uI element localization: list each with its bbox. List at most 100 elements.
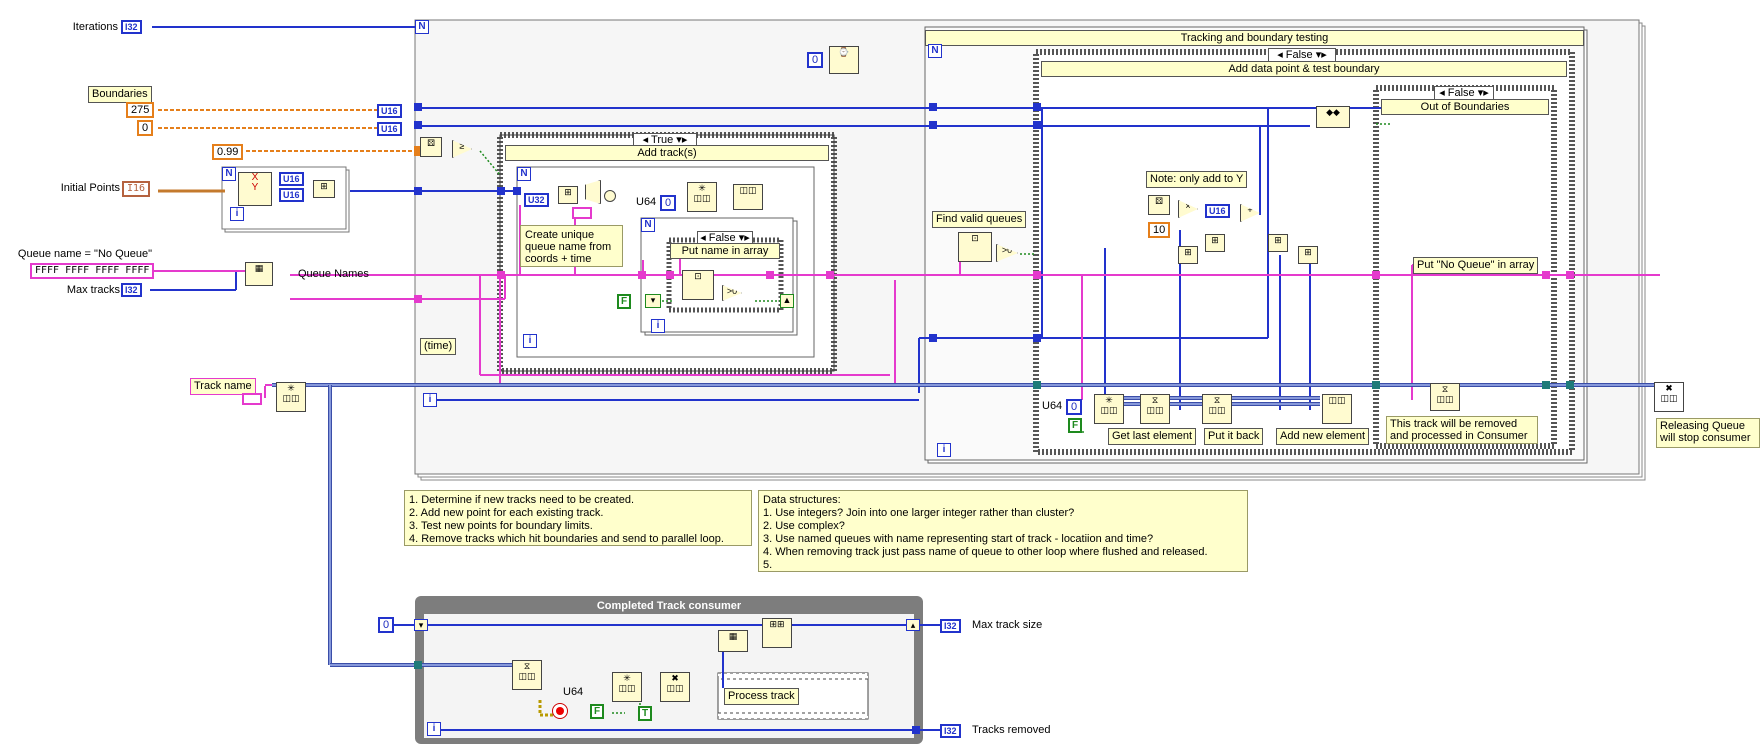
boundaries-label: Boundaries xyxy=(88,86,152,103)
tracks-removed-label: Tracks removed xyxy=(972,724,1051,736)
boundary-275-const[interactable]: 275 xyxy=(126,102,155,118)
wait-ms-icon: ⌚ xyxy=(829,46,859,74)
obtain-queue-icon-3: ✳◫◫ xyxy=(1094,394,1124,424)
initial-points-label: Initial Points xyxy=(60,182,120,194)
select-icon: ▾ xyxy=(645,294,661,308)
tracking-title: Tracking and boundary testing xyxy=(925,30,1584,46)
const-10[interactable]: 10 xyxy=(1148,222,1171,238)
track-name-label: Track name xyxy=(190,378,256,395)
property-node-icon: ⊞⊞ xyxy=(762,618,792,648)
unbundle-node: X Y xyxy=(238,172,272,206)
add-new-element-label: Add new element xyxy=(1276,428,1369,445)
consumer-zero-const[interactable]: 0 xyxy=(378,617,395,633)
add-track-u64-const[interactable]: 0 xyxy=(660,195,677,211)
obtain-queue-icon-2: ✳◫◫ xyxy=(687,182,717,212)
releasing-queue-note: Releasing Queue will stop consumer xyxy=(1656,418,1760,448)
join-number-icon-4: ⊞ xyxy=(1298,246,1318,264)
enqueue-back-icon: ⧖◫◫ xyxy=(1202,394,1232,424)
main-loop-i: i xyxy=(423,393,437,407)
tracking-case-selector[interactable]: ◂ False ▾▸ xyxy=(1268,48,1336,62)
stop-icon[interactable] xyxy=(552,703,568,719)
oob-title: Out of Boundaries xyxy=(1381,99,1549,115)
put-name-selector[interactable]: ◂ False ▾▸ xyxy=(697,231,753,245)
tracking-loop-i: i xyxy=(937,443,951,457)
tracking-loop-n: N xyxy=(928,44,942,58)
add-track-title: Add track(s) xyxy=(505,145,829,161)
tracking-u64: U64 xyxy=(1042,400,1063,412)
nested-f-const[interactable]: F xyxy=(617,294,632,309)
search-queues-icon: ⊡ xyxy=(958,232,992,262)
find-valid-queues-label: Find valid queues xyxy=(932,211,1027,228)
probability-const[interactable]: 0.99 xyxy=(212,144,244,160)
add-track-u64: U64 xyxy=(636,196,657,208)
get-last-element-label: Get last element xyxy=(1108,428,1197,445)
to-u16-node-2: U16 xyxy=(377,122,402,136)
join-numbers-icon: ⊞ xyxy=(313,180,335,198)
tracking-case-title: Add data point & test boundary xyxy=(1041,61,1567,77)
put-no-queue-label: Put "No Queue" in array xyxy=(1413,257,1539,274)
u32-convert: U32 xyxy=(524,193,549,207)
tracking-u16: U16 xyxy=(1205,204,1230,218)
oob-dequeue-icon: ⧖◫◫ xyxy=(1430,383,1460,411)
consumer-release-icon: ✖◫◫ xyxy=(660,672,690,702)
tracking-f-const[interactable]: F xyxy=(1068,418,1083,433)
queue-name-const[interactable]: FFFF FFFF FFFF FFFF xyxy=(30,263,155,279)
join-number-icon-3: ⊞ xyxy=(1268,234,1288,252)
enqueue-new-icon: ◫◫ xyxy=(1322,394,1352,424)
shift-register-left: ▾ xyxy=(414,619,428,631)
split-number-icon-1: ⊞ xyxy=(1178,246,1198,264)
consumer-u64: U64 xyxy=(563,686,584,698)
consumer-obtain-icon: ✳◫◫ xyxy=(612,672,642,702)
enqueue-icon: ◫◫ xyxy=(733,184,763,210)
time-label: (time) xyxy=(420,338,457,355)
release-queue-icon: ✖◫◫ xyxy=(1654,382,1684,412)
consumer-t-const[interactable]: T xyxy=(638,706,653,721)
u16-y: U16 xyxy=(279,188,304,202)
shift-register-right: ▴ xyxy=(906,619,920,631)
queue-names-label: Queue Names xyxy=(298,268,369,280)
iterations-terminal[interactable]: I32 xyxy=(121,20,142,34)
initial-points-terminal[interactable]: I16 xyxy=(122,181,151,197)
process-track-label: Process track xyxy=(724,688,799,705)
add-track-loop-i: i xyxy=(523,334,537,348)
boundary-0-const[interactable]: 0 xyxy=(137,120,154,136)
consumer-f-const[interactable]: F xyxy=(590,704,605,719)
to-u16-node-1: U16 xyxy=(377,104,402,118)
initialize-array-icon: ▦ xyxy=(245,262,273,286)
tunnel xyxy=(414,103,422,111)
put-it-back-label: Put it back xyxy=(1204,428,1264,445)
removed-note: This track will be removed and processed… xyxy=(1386,416,1538,444)
oob-selector[interactable]: ◂ False ▾▸ xyxy=(1434,86,1494,100)
init-loop-i: i xyxy=(230,207,244,221)
nested-loop-i: i xyxy=(651,319,665,333)
random-number-icon: ⚄ xyxy=(420,137,442,157)
u16-x: U16 xyxy=(279,172,304,186)
iterations-label: Iterations xyxy=(72,21,118,33)
queue-name-label: Queue name = "No Queue" xyxy=(17,248,152,260)
dequeue-icon: ⧖◫◫ xyxy=(1140,394,1170,424)
wait-ms-const[interactable]: 0 xyxy=(807,52,824,68)
nested-loop-n: N xyxy=(641,218,655,232)
data-structures-comment: Data structures: 1. Use integers? Join i… xyxy=(758,490,1248,572)
format-string-const[interactable] xyxy=(572,207,592,219)
init-loop-n: N xyxy=(222,167,236,181)
to-string-icon xyxy=(604,190,616,202)
tracks-removed-terminal[interactable]: I32 xyxy=(940,724,961,738)
search-array-icon: ⊡ xyxy=(682,270,714,300)
consumer-title: Completed Track consumer xyxy=(596,600,742,612)
put-name-title: Put name in array xyxy=(670,243,780,259)
add-track-loop-n: N xyxy=(517,167,531,181)
split-number-icon-2: ⊞ xyxy=(1205,234,1225,252)
track-name-const[interactable] xyxy=(242,393,262,405)
max-track-size-terminal[interactable]: I32 xyxy=(940,619,961,633)
in-range-icon: ◆◆ xyxy=(1316,106,1350,128)
array-indicator-icon: ▦ xyxy=(718,630,748,652)
main-loop-n: N xyxy=(415,20,429,34)
max-track-size-label: Max track size xyxy=(972,619,1043,631)
note-only-add-y: Note: only add to Y xyxy=(1146,171,1248,188)
max-tracks-terminal[interactable]: I32 xyxy=(121,283,142,297)
unique-queue-comment: Create unique queue name from coords + t… xyxy=(520,225,623,267)
obtain-queue-icon: ✳◫◫ xyxy=(276,382,306,412)
tracking-u64-const[interactable]: 0 xyxy=(1066,399,1083,415)
random-icon-2: ⚄ xyxy=(1148,195,1170,215)
